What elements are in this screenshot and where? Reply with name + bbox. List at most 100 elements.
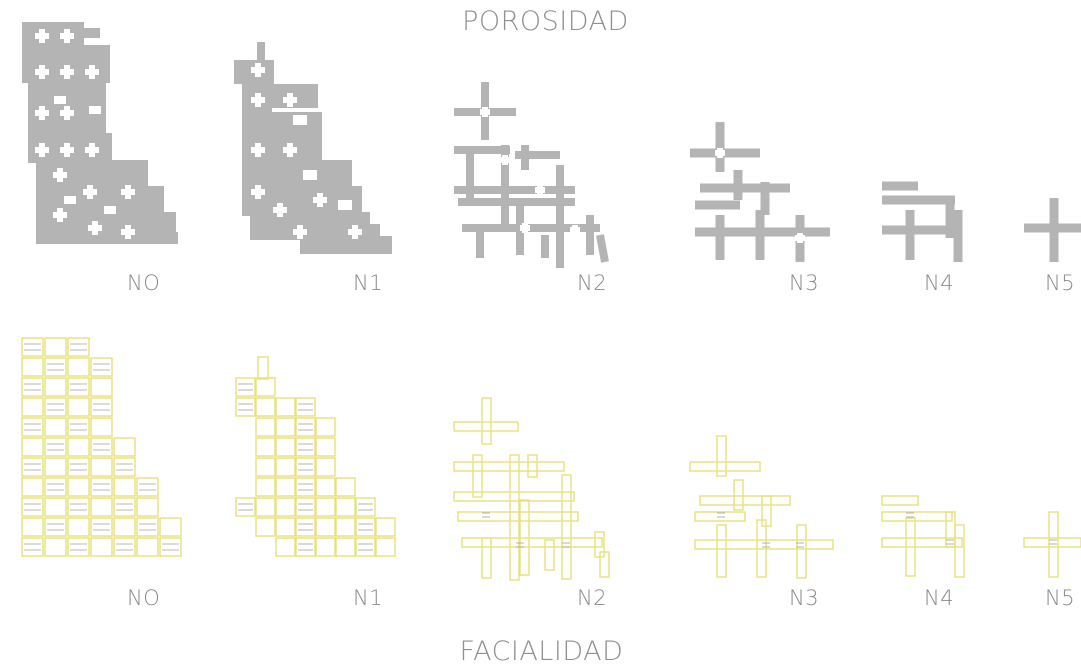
- faciality-tile: [235, 377, 256, 397]
- faciality-tile: [315, 537, 336, 557]
- faciality-figure-n0: [21, 337, 182, 557]
- faciality-tile: [113, 537, 136, 557]
- faciality-tile: [235, 497, 256, 517]
- faciality-tile: [44, 537, 67, 557]
- facialidad-label-n5: N5: [1045, 586, 1076, 610]
- faciality-tile: [44, 437, 67, 457]
- faciality-figure-n1: [235, 356, 396, 557]
- porosity-row: [22, 22, 1081, 268]
- faciality-tile: [295, 397, 316, 417]
- faciality-tile: [699, 495, 791, 506]
- faciality-tile: [44, 417, 67, 437]
- faciality-tile: [67, 517, 90, 537]
- porosity-hole: [92, 221, 98, 235]
- porosity-hole: [255, 63, 261, 77]
- faciality-tile: [881, 537, 963, 548]
- faciality-tile: [255, 437, 276, 457]
- porosity-hole: [572, 225, 578, 235]
- faciality-tile: [375, 517, 396, 537]
- faciality-tile: [255, 397, 276, 417]
- faciality-tile: [21, 437, 44, 457]
- porosity-block: [60, 28, 100, 38]
- porosity-hole: [64, 65, 70, 79]
- faciality-tile: [881, 495, 919, 506]
- faciality-tile: [1048, 511, 1059, 578]
- porosity-hole: [89, 65, 95, 79]
- faciality-tile: [599, 551, 610, 578]
- porosity-hole: [287, 93, 293, 107]
- porosity-hole: [89, 143, 95, 157]
- faciality-tile: [295, 497, 316, 517]
- faciality-tile: [335, 497, 356, 517]
- faciality-tile: [67, 417, 90, 437]
- faciality-tile: [90, 497, 113, 517]
- porosity-hole: [352, 225, 358, 239]
- faciality-tile: [335, 477, 356, 497]
- faciality-tile: [509, 454, 520, 581]
- porosity-hole: [522, 223, 528, 233]
- faciality-tile: [67, 437, 90, 457]
- faciality-tile: [67, 457, 90, 477]
- porosity-hole: [64, 196, 76, 204]
- faciality-tile: [90, 537, 113, 557]
- facialidad-label-n4: N4: [924, 586, 955, 610]
- faciality-tile: [457, 511, 579, 522]
- porosity-bar: [596, 234, 609, 263]
- faciality-tile: [275, 397, 296, 417]
- porosity-hole: [57, 168, 63, 182]
- porosity-hole: [64, 29, 70, 43]
- porosity-hole: [502, 155, 508, 165]
- faciality-tile: [472, 454, 483, 498]
- porosity-hole: [54, 96, 66, 104]
- faciality-tile: [275, 477, 296, 497]
- porosity-hole: [797, 233, 803, 243]
- faciality-tile: [453, 461, 565, 472]
- faciality-tile: [716, 435, 727, 477]
- porosity-hole: [717, 148, 723, 158]
- faciality-tile: [67, 497, 90, 517]
- faciality-figure-n5: [1023, 511, 1081, 578]
- porosity-hole: [255, 93, 261, 107]
- faciality-tile: [255, 417, 276, 437]
- faciality-tile: [315, 517, 336, 537]
- porosidad-label-n1: N1: [353, 271, 384, 295]
- faciality-tile: [67, 337, 90, 357]
- porosity-hole: [39, 143, 45, 157]
- faciality-tile: [21, 517, 44, 537]
- faciality-tile: [527, 454, 538, 478]
- porosity-hole: [89, 106, 101, 114]
- faciality-tile: [954, 524, 965, 578]
- porosity-hole: [287, 143, 293, 157]
- faciality-tile: [756, 519, 767, 578]
- porosity-block: [257, 42, 265, 62]
- faciality-tile: [136, 477, 159, 497]
- faciality-tile: [561, 474, 572, 580]
- faciality-tile: [295, 537, 316, 557]
- faciality-tile: [90, 417, 113, 437]
- porosity-hole: [482, 107, 488, 117]
- faciality-tile: [113, 477, 136, 497]
- faciality-tile: [315, 417, 336, 437]
- faciality-tile: [275, 517, 296, 537]
- porosity-figure-n0: [22, 22, 178, 244]
- porosity-block: [360, 224, 380, 244]
- faciality-tile: [335, 537, 356, 557]
- faciality-tile: [67, 537, 90, 557]
- porosity-block: [36, 186, 164, 216]
- faciality-tile: [315, 457, 336, 477]
- facialidad-label-n2: N2: [577, 586, 608, 610]
- faciality-tile: [113, 517, 136, 537]
- faciality-tile: [275, 537, 296, 557]
- faciality-tile: [295, 417, 316, 437]
- porosity-figure-n1: [234, 42, 392, 254]
- porosidad-label-n3: N3: [789, 271, 820, 295]
- faciality-tile: [44, 497, 67, 517]
- porosity-block: [36, 212, 176, 232]
- porosity-hole: [104, 206, 116, 214]
- faciality-tile: [295, 517, 316, 537]
- faciality-tile: [375, 537, 396, 557]
- faciality-tile: [21, 417, 44, 437]
- faciality-tile: [90, 437, 113, 457]
- porosity-hole: [64, 106, 70, 120]
